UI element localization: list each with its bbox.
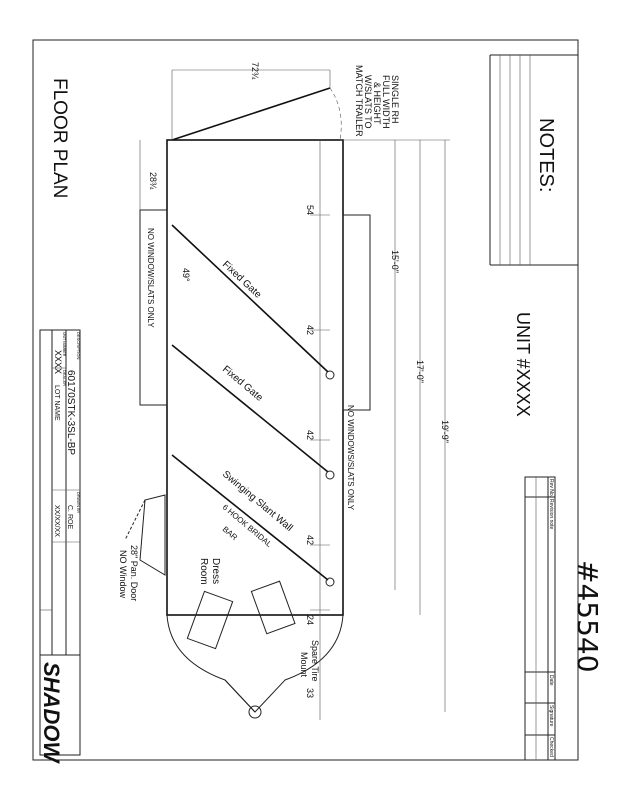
fixed-gate-label-2: Fixed Gate (220, 364, 265, 404)
overall-dimensions (340, 139, 450, 712)
svg-text:MATCH TRAILER: MATCH TRAILER (354, 65, 364, 137)
dim-stall-2: 42 (305, 325, 315, 335)
drawn-by-value: C. ROE (66, 505, 73, 529)
drawn-label: DRAWN BY (76, 492, 81, 514)
model-label: DESCRIPTION (76, 332, 81, 359)
svg-text:FULL WIDTH: FULL WIDTH (381, 75, 391, 129)
left-window-note: NO WINDOW/SLATS ONLY (146, 228, 155, 328)
rev-date-header: Date (548, 675, 554, 686)
sheet-border (32, 39, 579, 761)
fixed-gate-1 (171, 224, 329, 373)
svg-text:& HEIGHT: & HEIGHT (372, 82, 382, 125)
dim-nose: 33 (305, 688, 315, 698)
svg-text:NO Window: NO Window (118, 550, 128, 599)
rear-door (171, 87, 331, 141)
notes-label: NOTES: (535, 118, 557, 192)
notes-box: NOTES: (489, 54, 578, 266)
swinging-slant-wall (171, 454, 329, 581)
dim-rear-door-swing: 72¾ (250, 62, 260, 80)
dim-length-a: 15'-0" (390, 250, 400, 273)
revision-table: Rev No. Revision note Date Signature Che… (524, 476, 556, 761)
title-block: DESCRIPTION UNIT NUMBER DEALER DRAWN BY … (39, 329, 81, 764)
right-window-note: NO WINDOWS/SLATS ONLY (346, 405, 355, 511)
dress-room-step (186, 590, 234, 650)
dim-rear-offset: 28¾ (148, 172, 158, 190)
fixed-gate-2 (171, 344, 329, 473)
rev-signature-header: Signature (548, 705, 554, 727)
page-title: FLOOR PLAN (49, 78, 70, 198)
unit-number: UNIT #XXXX (513, 312, 533, 417)
dress-room-label: Dress (210, 558, 221, 584)
handwritten-number: #45540 (571, 560, 604, 673)
dim-length-c: 19'-9" (440, 420, 450, 443)
saddle-rack (250, 580, 296, 635)
unit-label: UNIT NUMBER (62, 332, 66, 357)
model-number: 60170STK-3SL-BP (65, 370, 76, 455)
gate-angle: 49° (181, 268, 191, 282)
gates (171, 224, 335, 587)
svg-text:BAR: BAR (221, 525, 240, 543)
dim-stall-1: 54 (305, 205, 315, 215)
svg-text:Room: Room (198, 558, 209, 585)
fixed-gate-label-1: Fixed Gate (220, 259, 264, 301)
trailer-outline (139, 69, 371, 720)
spare-tire-label: Spare Tire (310, 640, 320, 682)
rear-door-note: SINGLE RH FULL WIDTH & HEIGHT W/SLATS TO… (354, 65, 400, 137)
date-value: XX/XX/XX (53, 505, 60, 537)
dealer-value: LOT NAME (53, 385, 60, 421)
dim-stall-3: 42 (305, 430, 315, 440)
dim-stall-4: 42 (305, 535, 315, 545)
svg-text:W/SLATS TO: W/SLATS TO (363, 75, 373, 129)
svg-text:Mount: Mount (299, 652, 309, 678)
rev-header: Rev No. (548, 479, 554, 497)
pan-door-label: 28" Pan. Door (129, 545, 139, 601)
unit-value: XXXX (53, 350, 63, 374)
rev-checked-header: Checked (548, 737, 554, 757)
shadow-logo: SHADOW (39, 662, 64, 764)
pan-door (139, 494, 166, 576)
rev-note-header: Revision note (548, 499, 554, 530)
svg-text:SINGLE RH: SINGLE RH (390, 75, 400, 124)
dim-length-b: 17'-0" (415, 360, 425, 383)
dim-dress-room: 24 (305, 615, 315, 625)
dealer-label: DEALER (62, 370, 67, 386)
